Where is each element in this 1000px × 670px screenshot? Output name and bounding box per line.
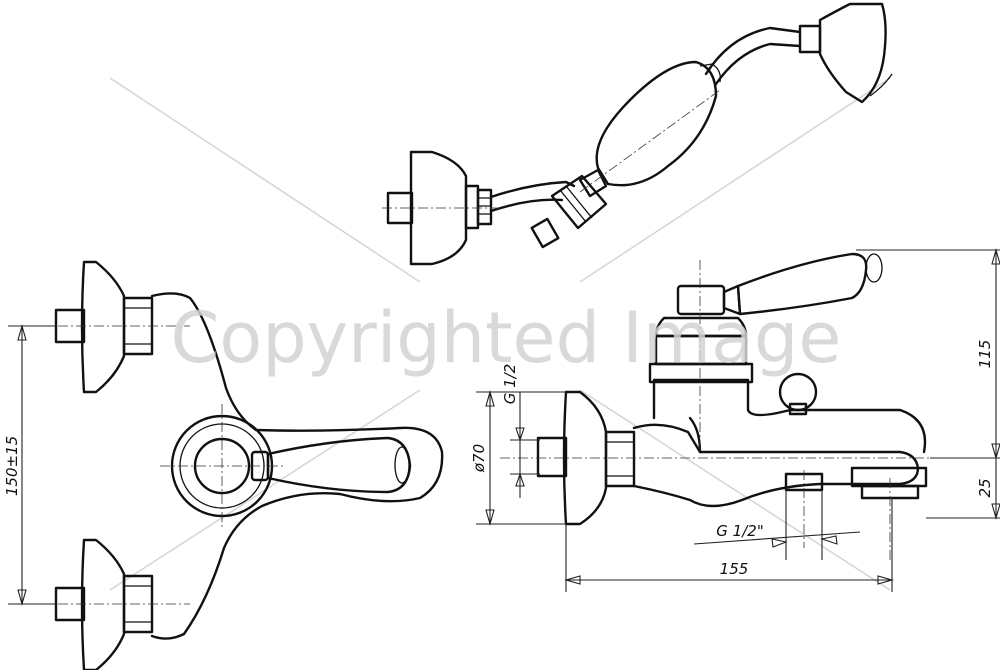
watermark-text: Copyrighted Image: [170, 297, 841, 379]
dimension-inlet-thread: G 1/2: [501, 364, 540, 498]
dimension-spout-offset: 25: [926, 458, 1000, 521]
dimension-flange-diameter: ø70: [470, 389, 566, 527]
hand-shower-view: [382, 2, 893, 266]
dimension-spacing: 150±15: [3, 323, 56, 607]
spacing-dim-label: 150±15: [3, 436, 21, 496]
outlet-thread-label: G 1/2": [716, 522, 763, 540]
dimension-height: 115: [856, 247, 1000, 461]
dimension-outlet-thread: G 1/2": [693, 490, 861, 560]
side-view-mixer: [500, 252, 940, 560]
front-view-mixer: [40, 260, 444, 670]
inlet-thread-label: G 1/2: [501, 364, 519, 405]
dimension-length: 155: [563, 498, 895, 592]
length-label: 155: [720, 560, 749, 578]
height-label: 115: [976, 340, 994, 369]
spout-offset-label: 25: [976, 478, 994, 497]
flange-diameter-label: ø70: [470, 444, 488, 473]
